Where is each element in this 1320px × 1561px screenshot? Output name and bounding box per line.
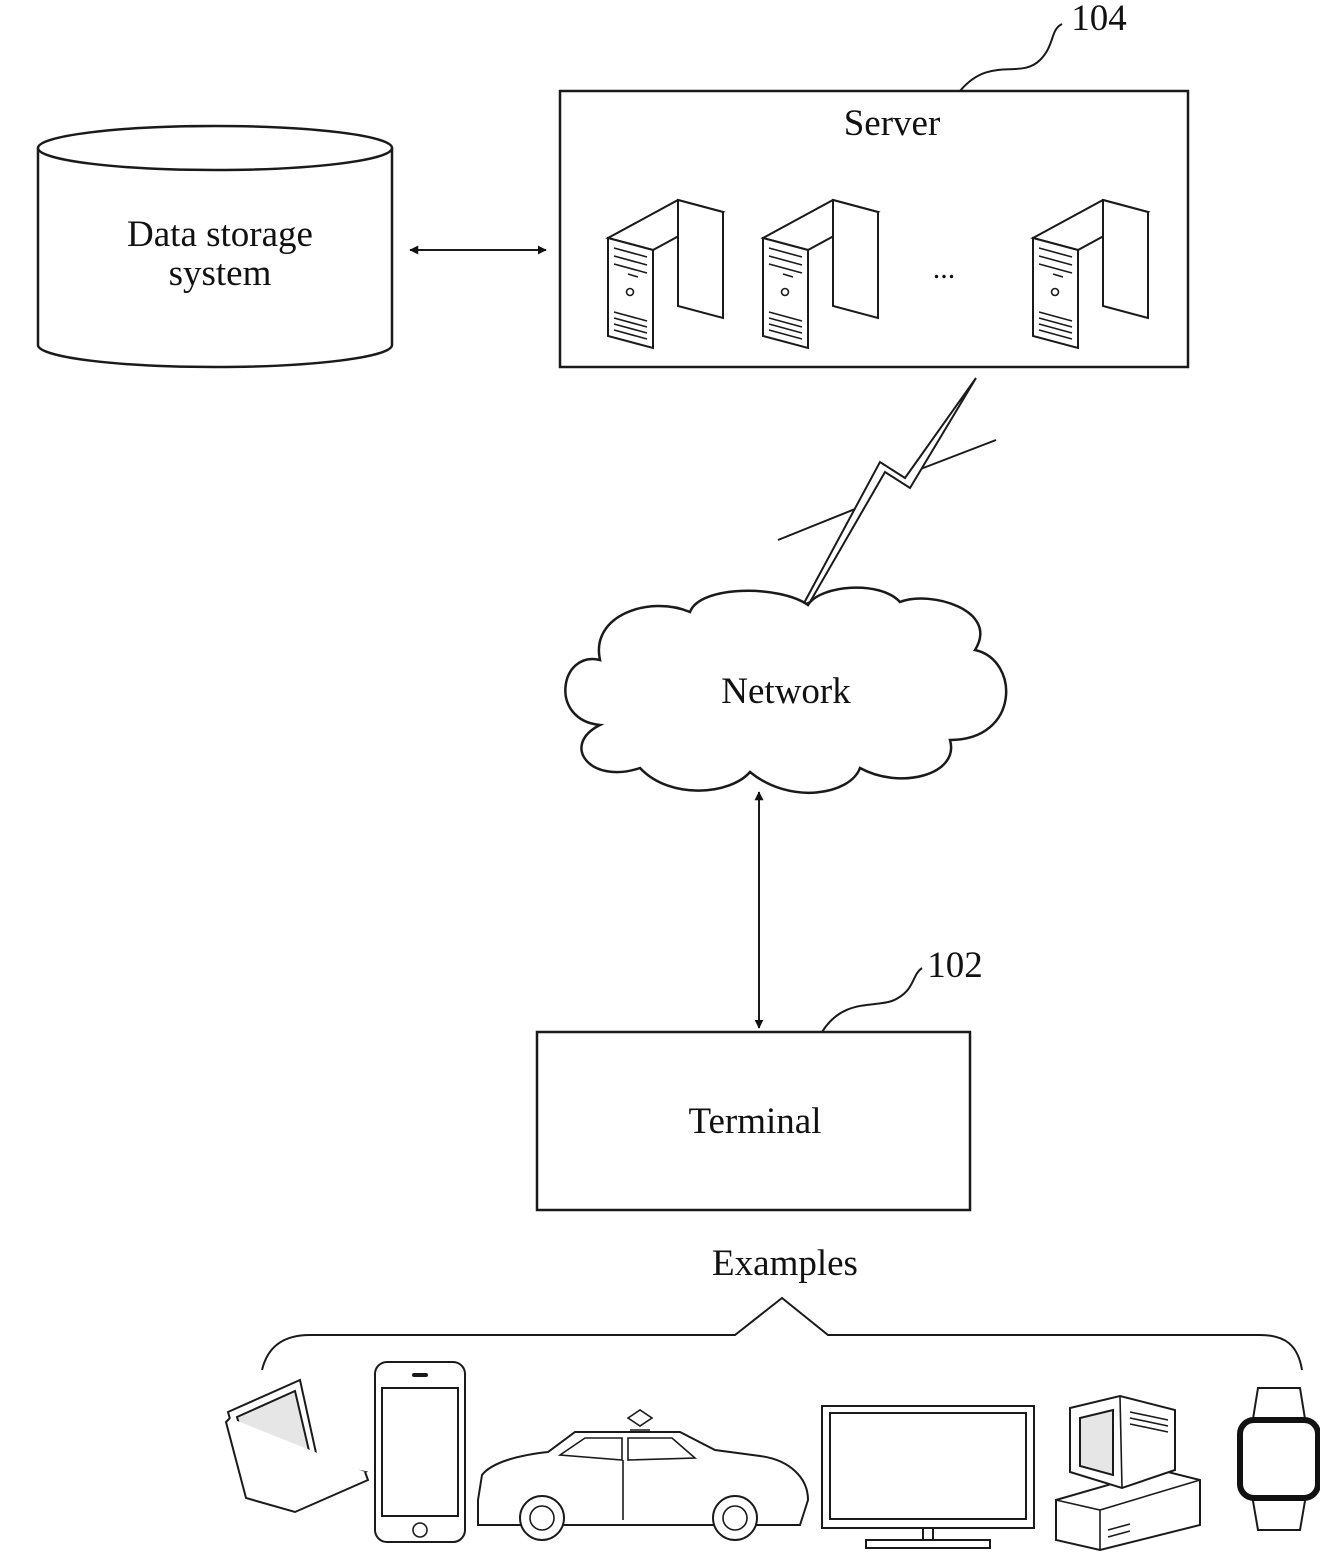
- terminal-ref-leader: [822, 968, 922, 1032]
- server-ellipsis: ...: [933, 252, 956, 285]
- examples-label: Examples: [712, 1243, 858, 1284]
- car-icon: [478, 1410, 808, 1540]
- server-box: Server ...: [560, 91, 1188, 367]
- laptop-icon: [226, 1380, 368, 1512]
- terminal-label: Terminal: [688, 1101, 821, 1142]
- network-cloud: Network: [565, 588, 1006, 793]
- examples-brace: [262, 1298, 1302, 1370]
- server-ref-number: 104: [1071, 0, 1127, 39]
- terminal-ref-number: 102: [927, 945, 983, 986]
- smartphone-icon: [375, 1362, 465, 1542]
- server-ref-leader: [960, 24, 1062, 91]
- data-storage-system: Data storage system: [38, 126, 392, 367]
- server-label: Server: [844, 103, 941, 144]
- smartwatch-icon: [1240, 1388, 1318, 1530]
- desktop-computer-icon: [1056, 1396, 1200, 1550]
- terminal-box: Terminal: [537, 1032, 970, 1210]
- storage-label-line2: system: [169, 253, 272, 294]
- storage-label-line1: Data storage: [127, 214, 313, 255]
- network-label: Network: [721, 671, 851, 712]
- wireless-link-icon: [778, 378, 996, 605]
- monitor-icon: [822, 1406, 1034, 1548]
